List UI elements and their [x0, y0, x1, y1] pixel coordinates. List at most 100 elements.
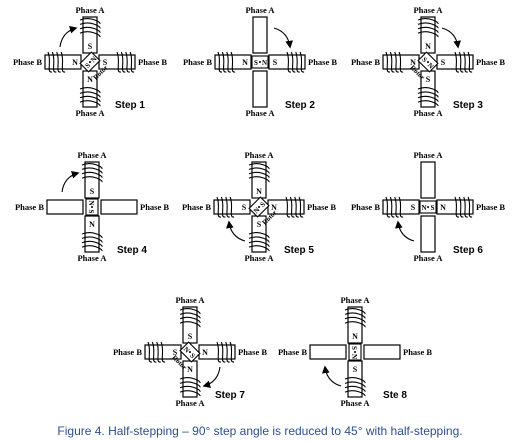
stator-pole-left — [46, 199, 84, 215]
phase-a-bottom-label: Phase A — [413, 253, 443, 263]
phase-b-left-label: Phase B — [351, 57, 380, 67]
stator-pole-bottom — [252, 70, 268, 108]
coil-left — [47, 51, 66, 73]
rotor-pole-a: N — [87, 200, 95, 205]
step-label: Step 5 — [284, 245, 314, 256]
step-label: Step 6 — [453, 245, 483, 256]
rotation-arrow — [59, 25, 78, 48]
stator-pole-top — [252, 16, 268, 54]
phase-a-bottom-label: Phase A — [245, 108, 275, 118]
coil-top — [179, 308, 201, 328]
phase-a-top-label: Phase A — [244, 150, 274, 160]
rotation-arrow — [395, 220, 415, 242]
rotor-pole-b: N — [262, 59, 267, 67]
rotor-shaft — [91, 206, 93, 208]
stator-pole-bottom — [84, 215, 100, 253]
stator-pole-top — [420, 161, 436, 199]
coil-left — [217, 51, 236, 73]
rotor-pole-a: N — [182, 345, 191, 354]
coil-right — [286, 51, 305, 73]
rotation-arrow — [322, 365, 342, 387]
rotor-shaft — [258, 206, 260, 208]
pole-letter-bottom: S — [257, 220, 262, 229]
pole-letter-bottom: S — [426, 75, 431, 84]
pole-letter-top: N — [256, 187, 262, 196]
rotor-pole-b: S — [431, 204, 435, 212]
coil-bottom — [79, 87, 101, 107]
phase-a-top-label: Phase A — [175, 295, 205, 305]
phase-b-left-label: Phase B — [113, 347, 142, 357]
coil-left — [216, 196, 235, 218]
phase-b-right-label: Phase B — [140, 202, 169, 212]
phase-b-left-label: Phase B — [183, 57, 212, 67]
pole-letter-right: S — [273, 58, 278, 67]
stator-pole-top — [347, 306, 363, 344]
pole-letter-top: S — [88, 42, 93, 51]
coil-left — [147, 341, 166, 363]
rotor-pole-b: S — [188, 352, 196, 360]
stator-pole-left — [309, 344, 347, 360]
rotor-shaft — [354, 351, 356, 353]
rotation-arrow — [61, 170, 80, 193]
phase-a-bottom-label: Phase A — [340, 398, 370, 408]
coil-right — [454, 196, 473, 218]
pole-letter-left: N — [72, 58, 78, 67]
pole-letter-left: S — [242, 203, 247, 212]
phase-b-right-label: Phase B — [307, 202, 336, 212]
phase-a-top-label: Phase A — [340, 295, 370, 305]
coil-top — [417, 18, 439, 38]
rotor-pole-b: N — [426, 61, 435, 70]
rotation-arrow — [441, 27, 461, 49]
rotor-shaft — [89, 61, 91, 63]
rotor-pole-b: N — [89, 55, 98, 64]
pole-letter-left: S — [173, 348, 178, 357]
pole-letter-right: N — [202, 348, 208, 357]
phase-a-top-label: Phase A — [245, 5, 275, 15]
phase-b-left-label: Phase B — [13, 57, 42, 67]
phase-b-right-label: Phase B — [476, 202, 505, 212]
rotor: SN — [348, 343, 362, 361]
phase-b-right-label: Phase B — [476, 57, 505, 67]
step-label: Step 1 — [115, 100, 145, 111]
coil-bottom — [81, 232, 103, 252]
coil-top — [248, 163, 270, 183]
rotor-pole-b: S — [259, 200, 267, 208]
stator-pole-right — [100, 199, 138, 215]
rotor-shaft — [427, 206, 429, 208]
coil-top — [81, 163, 103, 183]
pole-letter-bottom: S — [353, 365, 358, 374]
phase-a-top-label: Phase A — [75, 5, 105, 15]
rotor-pole-a: S — [420, 56, 428, 64]
phase-b-left-label: Phase B — [351, 202, 380, 212]
phase-a-bottom-label: Phase A — [77, 253, 107, 263]
coil-bottom — [417, 87, 439, 107]
phase-b-right-label: Phase B — [403, 347, 432, 357]
coil-top — [79, 18, 101, 38]
step-label: Step 3 — [453, 100, 483, 111]
stator-pole-bottom — [420, 215, 436, 253]
rotation-arrow — [226, 220, 246, 242]
phase-a-bottom-label: Phase A — [244, 253, 274, 263]
pole-letter-bottom: N — [187, 365, 193, 374]
phase-b-right-label: Phase B — [308, 57, 337, 67]
coil-left — [385, 196, 404, 218]
rotor-pole-b: N — [350, 354, 358, 359]
pole-letter-top: N — [425, 42, 431, 51]
rotor-shaft — [427, 61, 429, 63]
coil-top — [344, 308, 366, 328]
stator-pole-top — [84, 161, 100, 199]
coil-bottom — [248, 232, 270, 252]
coil-right — [116, 51, 135, 73]
rotor-pole-a: N — [421, 204, 426, 212]
phase-a-top-label: Phase A — [413, 150, 443, 160]
pole-letter-right: S — [441, 58, 446, 67]
phase-a-top-label: Phase A — [77, 150, 107, 160]
